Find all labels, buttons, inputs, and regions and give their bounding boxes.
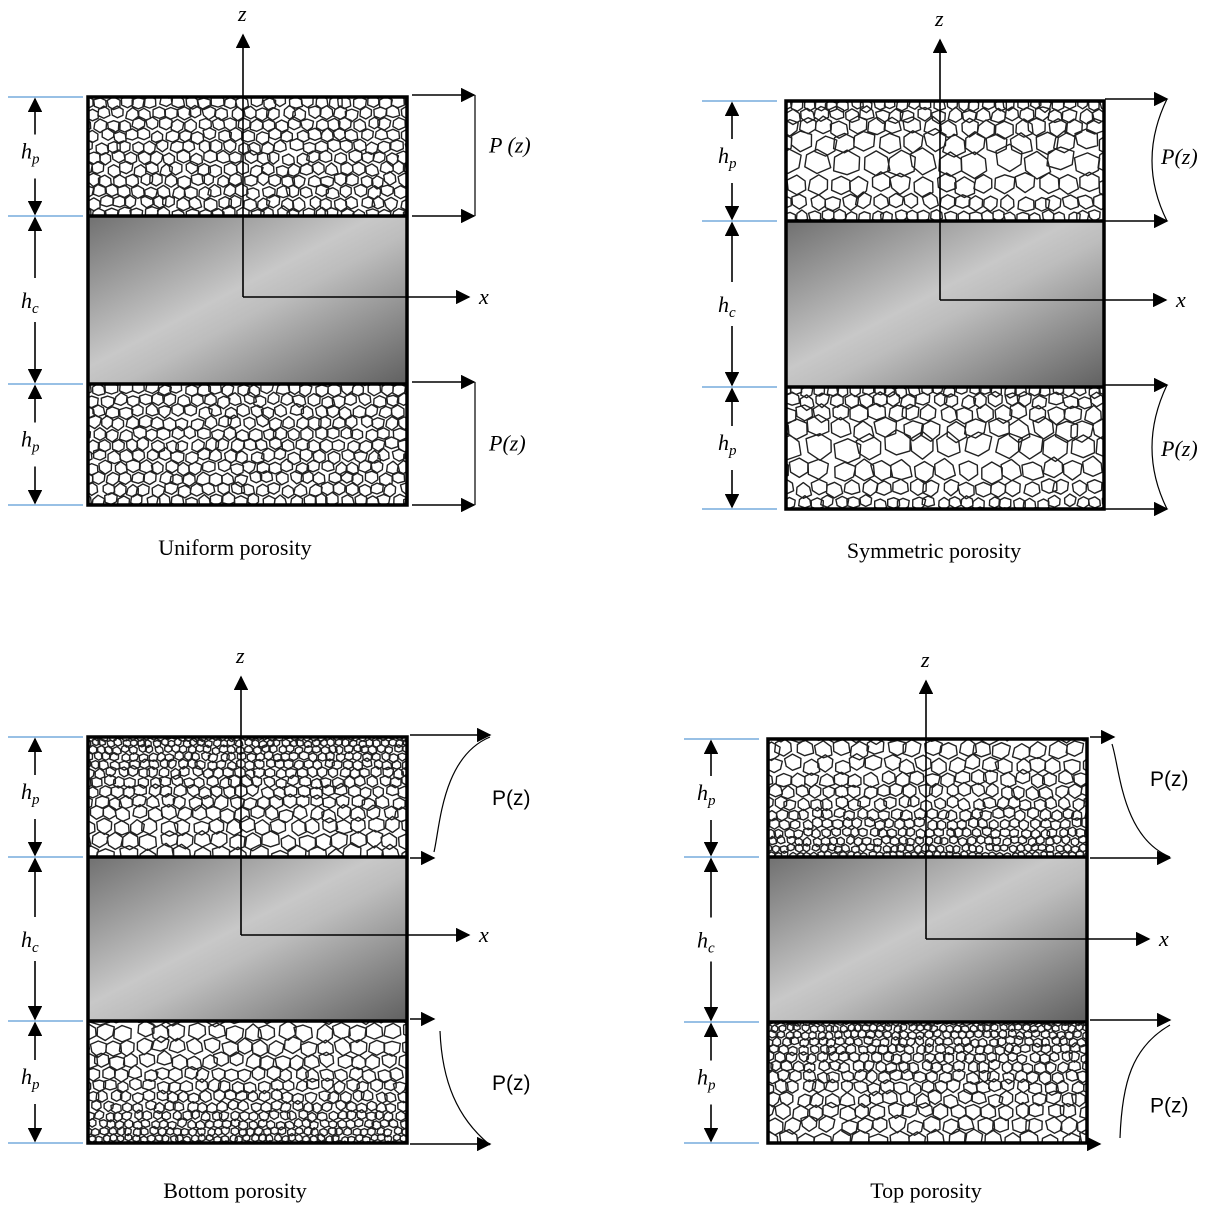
core-layer bbox=[88, 857, 407, 1021]
h-main: h bbox=[697, 928, 708, 953]
h-main: h bbox=[21, 927, 32, 952]
cell-pattern bbox=[786, 387, 1104, 509]
h-label-0-core: hc bbox=[21, 288, 39, 317]
cell-walls bbox=[786, 387, 1104, 509]
profile-label-bottom: P(z) bbox=[1160, 436, 1198, 461]
panel-caption: Bottom porosity bbox=[163, 1178, 307, 1203]
cell-pattern bbox=[786, 101, 1104, 221]
h-label-2-bot: hp bbox=[21, 1064, 40, 1093]
h-sub: p bbox=[31, 792, 40, 808]
porosity-profile: P (z) P(z) bbox=[412, 87, 531, 513]
x-axis-label: x bbox=[478, 922, 489, 947]
z-axis-label: z bbox=[920, 647, 930, 672]
h-main: h bbox=[718, 430, 729, 455]
profile-curve-bottom bbox=[1119, 1024, 1171, 1139]
profile-label-top: P (z) bbox=[488, 133, 531, 158]
h-sub: c bbox=[32, 940, 39, 956]
h-main: h bbox=[21, 288, 32, 313]
h-sub: c bbox=[729, 305, 736, 321]
x-axis-label: x bbox=[1175, 287, 1186, 312]
h-sub: p bbox=[707, 793, 716, 809]
profile-label-bottom: P(z) bbox=[488, 431, 526, 456]
profile-curve-bottom bbox=[1151, 384, 1168, 510]
cell-walls bbox=[88, 97, 407, 216]
h-label-1-bot: hp bbox=[718, 430, 737, 459]
cell-pattern bbox=[88, 97, 407, 216]
panel-caption: Symmetric porosity bbox=[847, 538, 1021, 563]
profile-curve-top bbox=[433, 736, 491, 853]
cell-pattern bbox=[768, 739, 1087, 857]
cell-walls bbox=[768, 739, 1087, 857]
profile-label-top: P(z) bbox=[1150, 768, 1189, 791]
sandwich-outline bbox=[86, 95, 409, 507]
h-label-0-top: hp bbox=[21, 139, 40, 168]
h-main: h bbox=[697, 1065, 708, 1090]
h-sub: p bbox=[31, 152, 40, 168]
cell-pattern bbox=[88, 737, 407, 857]
porosity-profile: P(z) P(z) bbox=[1087, 729, 1189, 1152]
x-axis-label: x bbox=[478, 284, 489, 309]
h-sub: p bbox=[728, 443, 737, 459]
profile-label-bottom: P(z) bbox=[492, 1072, 531, 1095]
z-axis-label: z bbox=[235, 643, 245, 668]
sandwich-outline bbox=[86, 735, 409, 1145]
h-main: h bbox=[21, 779, 32, 804]
cell-walls bbox=[88, 384, 407, 505]
profile-curve-bottom bbox=[439, 1030, 491, 1146]
x-axis-label: x bbox=[1158, 926, 1169, 951]
h-label-3-top: hp bbox=[697, 780, 716, 809]
h-sub: p bbox=[728, 156, 737, 172]
sandwich-outline bbox=[784, 99, 1106, 511]
porosity-profile: P(z) P(z) bbox=[1105, 91, 1198, 517]
core-layer bbox=[786, 221, 1104, 387]
h-main: h bbox=[697, 780, 708, 805]
z-axis-label: z bbox=[934, 6, 944, 31]
h-sub: c bbox=[708, 941, 715, 957]
h-label-3-bot: hp bbox=[697, 1065, 716, 1094]
h-sub: p bbox=[707, 1078, 716, 1094]
cell-walls bbox=[88, 1021, 407, 1143]
cell-pattern bbox=[768, 1022, 1087, 1143]
h-label-2-top: hp bbox=[21, 779, 40, 808]
panel-caption: Uniform porosity bbox=[158, 535, 311, 560]
h-sub: p bbox=[31, 1077, 40, 1093]
profile-label-bottom: P(z) bbox=[1150, 1095, 1189, 1118]
h-label-1-top: hp bbox=[718, 143, 737, 172]
h-label-0-bot: hp bbox=[21, 427, 40, 456]
h-main: h bbox=[718, 292, 729, 317]
h-label-2-core: hc bbox=[21, 927, 39, 956]
h-label-1-core: hc bbox=[718, 292, 736, 321]
h-label-3-core: hc bbox=[697, 928, 715, 957]
profile-curve-top bbox=[1111, 743, 1171, 858]
profile-curve-top bbox=[1151, 98, 1168, 222]
profile-label-top: P(z) bbox=[1160, 144, 1198, 169]
core-layer bbox=[88, 216, 407, 384]
porosity-profile: P(z) P(z) bbox=[410, 727, 531, 1152]
cell-pattern bbox=[88, 1021, 407, 1143]
h-main: h bbox=[21, 427, 32, 452]
cell-pattern bbox=[88, 384, 407, 505]
h-sub: c bbox=[32, 301, 39, 317]
h-main: h bbox=[21, 139, 32, 164]
sandwich-outline bbox=[766, 737, 1089, 1145]
h-sub: p bbox=[31, 440, 40, 456]
z-axis-label: z bbox=[237, 1, 247, 26]
profile-label-top: P(z) bbox=[492, 787, 531, 810]
cell-walls bbox=[768, 1022, 1087, 1143]
h-main: h bbox=[21, 1064, 32, 1089]
panel-caption: Top porosity bbox=[870, 1178, 982, 1203]
h-main: h bbox=[718, 143, 729, 168]
cell-walls bbox=[88, 737, 407, 857]
